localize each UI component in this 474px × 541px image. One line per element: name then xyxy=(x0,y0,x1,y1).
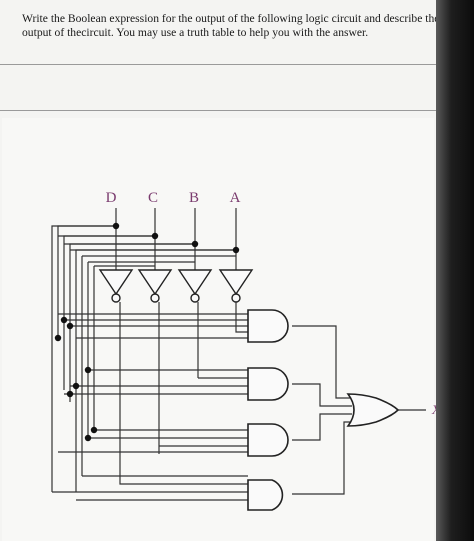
and-gate-4 xyxy=(247,479,284,511)
wires xyxy=(51,208,426,501)
answer-divider-bottom xyxy=(0,110,436,111)
input-label-d: D xyxy=(106,190,117,206)
circuit-sheet xyxy=(2,118,434,541)
input-label-c: C xyxy=(148,190,158,206)
not-gate-a xyxy=(218,269,254,303)
question-text: Write the Boolean expression for the out… xyxy=(22,12,440,39)
and-gate-1 xyxy=(247,309,289,343)
not-gate-d xyxy=(98,269,134,303)
answer-divider-top xyxy=(0,64,436,65)
or-gate xyxy=(346,393,400,427)
input-label-b: B xyxy=(189,190,199,206)
not-gate-c xyxy=(137,269,173,303)
and-gate-3 xyxy=(247,423,289,457)
and-gate-2 xyxy=(247,367,289,401)
monitor-bezel xyxy=(436,0,474,541)
input-label-a: A xyxy=(230,190,241,206)
not-gate-b xyxy=(177,269,213,303)
junction-dots xyxy=(54,222,240,442)
